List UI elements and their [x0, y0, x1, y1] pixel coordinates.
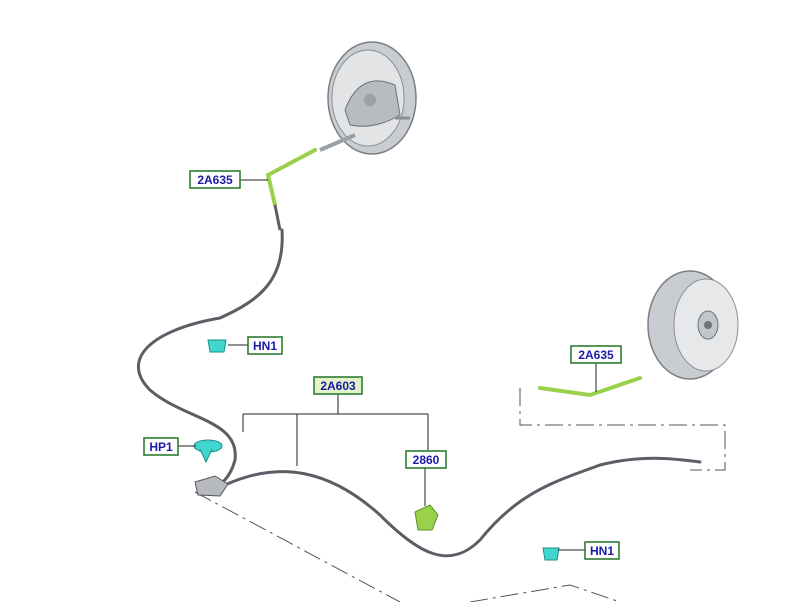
leader-lines	[178, 179, 597, 551]
callout-nut-lower[interactable]: HN1	[584, 541, 620, 560]
callout-label: 2860	[413, 453, 440, 467]
callout-cable-rear-right[interactable]: 2A635	[570, 345, 622, 364]
reference-lines	[194, 388, 726, 602]
callout-nut-upper[interactable]: HN1	[247, 336, 283, 355]
callout-label: 2A603	[320, 379, 356, 393]
callout-label: 2A635	[197, 173, 233, 187]
callout-cable-front[interactable]: 2A603	[313, 376, 363, 395]
rear-brake-assembly-upper	[319, 41, 417, 155]
equalizer-part	[414, 504, 439, 531]
callout-cable-rear-left[interactable]: 2A635	[189, 170, 241, 189]
callout-label: HN1	[253, 339, 277, 353]
callout-label: HP1	[149, 440, 173, 454]
rear-brake-drum-right	[647, 270, 739, 380]
fastener-nut-lower	[542, 547, 560, 561]
callout-equalizer[interactable]: 2860	[405, 450, 447, 469]
cable-routing	[137, 148, 702, 558]
callout-pin-clip[interactable]: HP1	[143, 437, 179, 456]
callout-label: 2A635	[578, 348, 614, 362]
fastener-pin-clip	[193, 439, 223, 464]
fastener-nut-upper	[207, 339, 227, 353]
callout-label: HN1	[590, 544, 614, 558]
equalizer-bracket	[194, 475, 229, 497]
